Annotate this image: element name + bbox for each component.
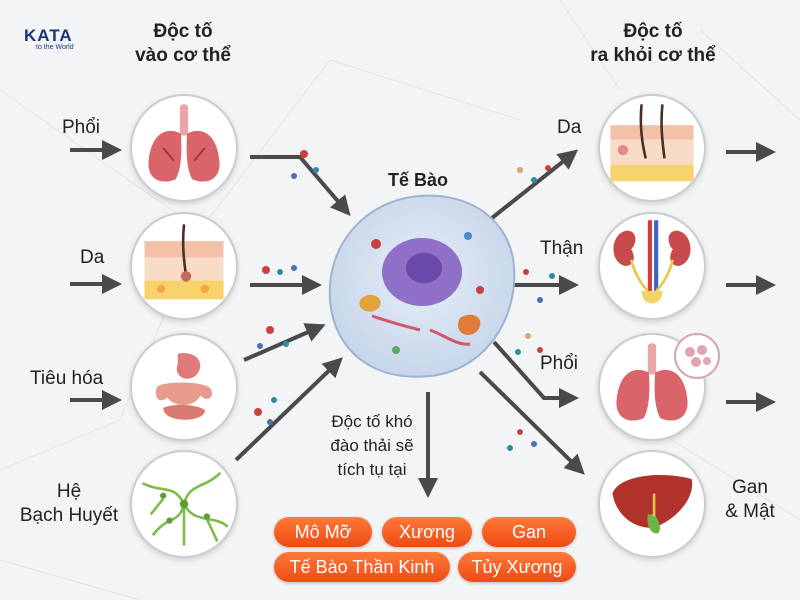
arrow-cell-to-lungs [492,340,579,408]
entry-label-skin: Da [80,247,105,268]
accumulation-line-1: Độc tố khó [331,412,413,431]
kidney-icon [598,212,706,320]
lymph-icon [130,450,238,558]
exit-label-lungs: Phổi [540,353,579,374]
exit-label-kidney: Thận [540,238,584,259]
toxin-particles [254,150,555,451]
kata-logo: KATA to the World [24,26,74,51]
entry-label-lymph: Hệ Bạch Huyết [14,480,124,528]
skin-icon [130,212,238,320]
exit-label-liver-line-2: & Mật [725,501,775,522]
arrow-lymph-to-cell [234,357,343,462]
right-heading-line-1: Độc tố [623,21,683,42]
digestive-icon [130,333,238,441]
right-heading: Độc tố ra khỏi cơ thể [568,20,738,68]
exit-lungs-icon [598,333,706,441]
entry-label-lymph-line-2: Bạch Huyết [19,505,119,526]
accumulation-line-2: đào thải sẽ [330,436,414,455]
right-heading-line-2: ra khỏi cơ thể [590,45,716,66]
exit-label-liver-line-1: Gan [732,477,768,498]
left-heading-line-2: vào cơ thể [135,45,231,66]
exit-skin-icon [598,94,706,202]
entry-label-digestive: Tiêu hóa [30,368,104,389]
left-heading-line-1: Độc tố [153,21,213,42]
site-pill-bone: Xương [382,517,472,547]
left-heading: Độc tố vào cơ thể [122,20,244,68]
arrow-cell-to-skin [490,149,579,220]
site-pill-fat-tissue: Mô Mỡ [274,517,372,547]
accumulation-text: Độc tố khó đào thải sẽ tích tụ tại [312,410,432,482]
entry-label-lungs: Phổi [62,117,101,138]
site-pill-nerve-cells: Tế Bào Thần Kinh [274,552,450,582]
logo-tagline: to the World [36,44,74,51]
exit-label-liver: Gan & Mật [720,476,780,524]
liver-icon [598,450,706,558]
entry-label-lymph-line-1: Hệ [56,481,82,502]
logo-brand: KATA [24,26,73,45]
site-pill-liver: Gan [482,517,576,547]
cell-icon [328,194,516,378]
arrow-digestive-to-cell [243,323,326,362]
lungs-icon [130,94,238,202]
arrow-cell-to-liver [478,370,585,475]
cell-title: Tế Bào [388,170,449,190]
site-pill-bone-marrow: Tủy Xương [458,552,576,582]
arrow-lungs-to-cell [250,155,351,217]
accumulation-line-3: tích tụ tại [337,460,407,479]
exit-label-skin: Da [557,117,582,138]
